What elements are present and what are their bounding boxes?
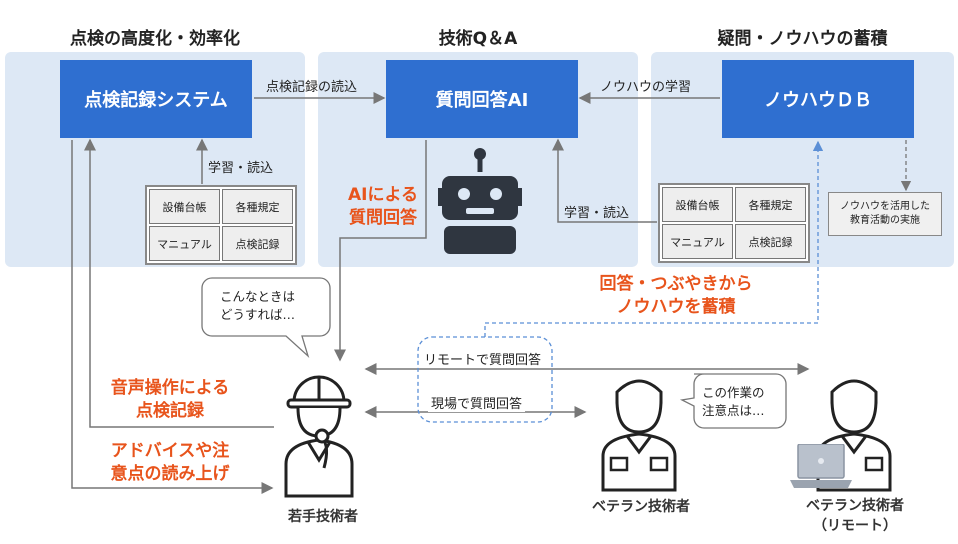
db-education-note: ノウハウを活用した 教育活動の実施 — [828, 192, 942, 236]
remote-veteran-label: ベテラン技術者 （リモート） — [806, 498, 904, 534]
label-onsite-qa: 現場で質問回答 — [428, 393, 526, 412]
young-bubble-text: こんなときは どうすれば… — [220, 289, 296, 322]
laptop-icon — [790, 444, 852, 488]
inspection-system-box: 点検記録システム — [60, 60, 252, 138]
grid-cell: 設備台帳 — [662, 187, 733, 222]
center-section-title: 技術Q＆A — [438, 29, 518, 49]
center-document-grid: 設備台帳 各種規定 マニュアル 点検記録 — [658, 183, 810, 263]
veteran-speech-bubble — [679, 373, 787, 429]
right-section-title: 疑問・ノウハウの蓄積 — [717, 29, 888, 49]
qa-ai-box: 質問回答AI — [386, 60, 578, 138]
left-section-title: 点検の高度化・効率化 — [70, 29, 240, 49]
young-engineer-label: 若手技術者 — [288, 509, 358, 525]
label-learn-read-center: 学習・読込 — [564, 206, 630, 221]
veteran-engineer-icon — [601, 379, 677, 492]
young-engineer-icon — [284, 375, 354, 498]
label-knowhow-learning: ノウハウの学習 — [600, 80, 692, 95]
left-document-grid: 設備台帳 各種規定 マニュアル 点検記録 — [145, 185, 297, 265]
callout-advice-read: アドバイスや注 意点の読み上げ — [110, 441, 230, 484]
grid-cell: マニュアル — [662, 224, 733, 259]
veteran-bubble-text: この作業の 注意点は… — [702, 385, 765, 418]
callout-voice-record: 音声操作による 点検記録 — [110, 378, 230, 421]
robot-icon — [438, 148, 522, 254]
grid-cell: 点検記録 — [735, 224, 806, 259]
arrow-advice — [71, 140, 274, 494]
label-read-records: 点検記録の読込 — [266, 80, 358, 95]
veteran-engineer-label: ベテラン技術者 — [592, 499, 690, 515]
grid-cell: 設備台帳 — [149, 189, 220, 224]
grid-cell: 点検記録 — [222, 226, 293, 261]
grid-cell: 各種規定 — [222, 189, 293, 224]
young-speech-bubble — [201, 277, 331, 359]
arrow-ai-answer — [334, 140, 427, 362]
grid-cell: 各種規定 — [735, 187, 806, 222]
knowhow-db-box: ノウハウＤＢ — [722, 60, 914, 138]
grid-cell: マニュアル — [149, 226, 220, 261]
callout-accumulate: 回答・つぶやきから ノウハウを蓄積 — [599, 274, 753, 317]
arrow-voice-record — [84, 138, 274, 428]
arrow-accumulate — [484, 140, 824, 337]
label-remote-qa: リモートで質問回答 — [421, 349, 545, 368]
label-learn-read-left: 学習・読込 — [208, 161, 274, 176]
callout-ai-answer: AIによる 質問回答 — [348, 185, 418, 228]
arrow-learn-center — [552, 138, 657, 223]
